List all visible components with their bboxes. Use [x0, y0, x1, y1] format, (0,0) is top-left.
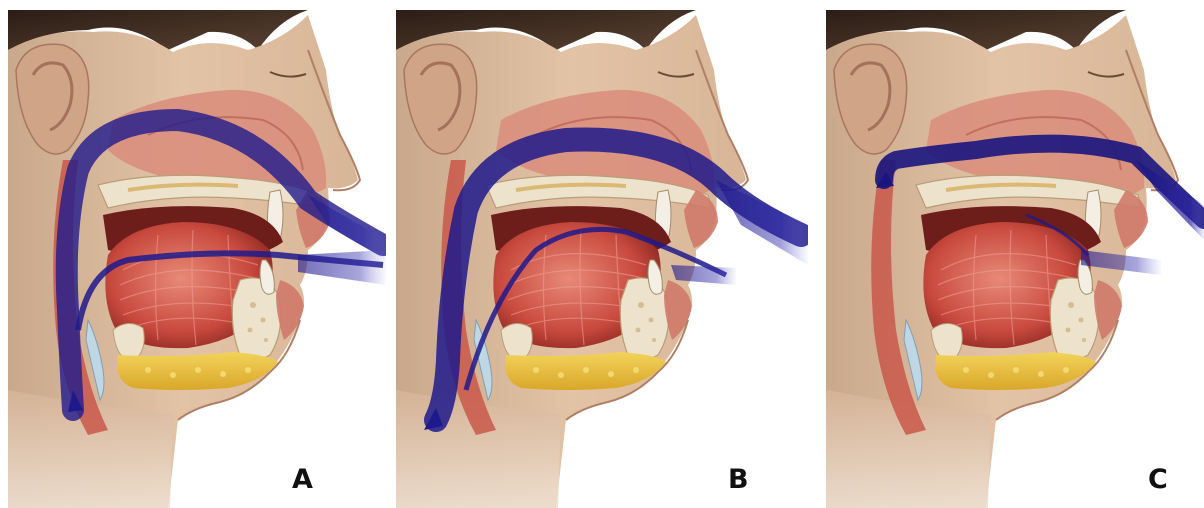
panel-label: A	[292, 466, 313, 493]
panel-a: A	[8, 10, 386, 508]
head-cross-section-c	[826, 10, 1204, 508]
head-cross-section-a	[8, 10, 386, 508]
panel-label: C	[1148, 466, 1168, 493]
head-cross-section-b	[396, 10, 808, 508]
panel-b: B	[396, 10, 808, 508]
panel-label: B	[728, 466, 749, 493]
panel-c: C	[826, 10, 1204, 508]
